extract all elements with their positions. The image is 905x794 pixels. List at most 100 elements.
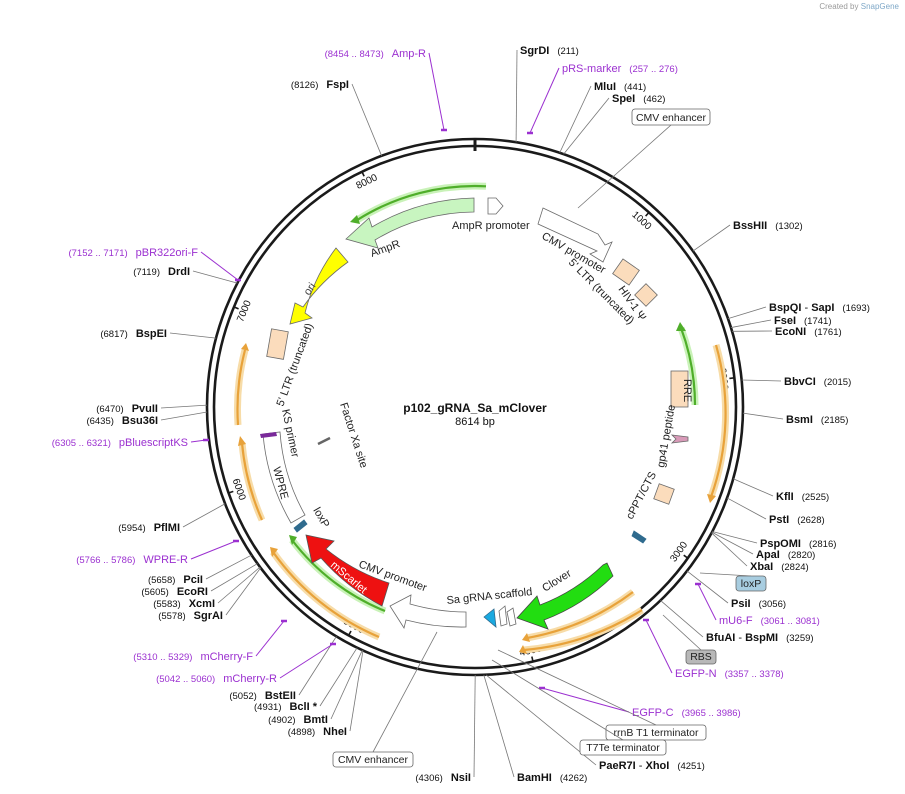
enzyme-separator: - [735, 632, 745, 644]
enzyme-site-bspqi[interactable]: BspQI - SapI(1693) [769, 302, 870, 314]
enzyme-site-pvuii[interactable]: (6470)PvuII [96, 403, 158, 415]
primer-leader-line [255, 620, 285, 657]
enzyme-site-bsmi[interactable]: BsmI(2185) [786, 414, 848, 426]
enzyme-site-sgrdi[interactable]: SgrDI(211) [520, 45, 579, 57]
enzyme-site-pflmi[interactable]: (5954)PflMI [118, 522, 180, 534]
enzyme-name: PsiI [731, 598, 751, 610]
ampr-promoter-arrow [487, 197, 504, 215]
enzyme-site-fspi[interactable]: (8126)FspI [291, 79, 349, 91]
feature-label-sa-gRNA: Sa gRNA scaffold [446, 586, 533, 607]
enzyme-site-bfuai[interactable]: BfuAI - BspMI(3259) [706, 632, 814, 644]
primer-name: pBluescriptKS [119, 437, 188, 449]
enzyme-name: SpeI [612, 93, 635, 105]
enzyme-site-kfli[interactable]: KflI(2525) [776, 491, 829, 503]
enzyme-site-xcmi[interactable]: (5583)XcmI [153, 598, 215, 610]
enzyme-name: BfuAI [706, 632, 735, 644]
enzyme-position: (5578) [158, 611, 185, 622]
enzyme-name: NsiI [451, 772, 471, 784]
feature-box-cmv-enhancer[interactable]: CMV enhancer [577, 108, 711, 209]
enzyme-site-psii[interactable]: PsiI(3056) [731, 598, 786, 610]
enzyme-site-nhei[interactable]: (4898)NheI [288, 726, 347, 738]
orf-arc-right-orange-core [709, 344, 727, 498]
primer-pbr322ori-f[interactable]: (7152 .. 7171)pBR322ori-F [68, 247, 241, 282]
primer-label: EGFP-C(3965 .. 3986) [632, 707, 741, 719]
enzyme-site-mlui[interactable]: MluI(441) [594, 81, 646, 93]
enzyme-site-paer7i[interactable]: PaeR7I - XhoI(4251) [599, 760, 705, 772]
primer-range: (5310 .. 5329) [133, 652, 192, 663]
cppt-box [653, 483, 675, 505]
orf-arc-clover-orange-1-core [526, 591, 634, 640]
orf-head-left-2 [241, 343, 249, 351]
enzyme-name: BmtI [304, 714, 328, 726]
enzyme-label: (5052)BstEII [229, 690, 296, 702]
feature-box-cmv-enhancer[interactable]: CMV enhancer [332, 631, 438, 768]
enzyme-name: PflMI [154, 522, 180, 534]
enzyme-position: (4898) [288, 727, 315, 738]
enzyme-site-bbvci[interactable]: BbvCI(2015) [784, 376, 851, 388]
feature-box-label: loxP [741, 578, 761, 590]
feature-box-t7te-terminator[interactable]: T7Te terminator [491, 659, 667, 756]
ruler-tick-6000 [228, 490, 234, 494]
feature-box-loxp[interactable]: loxP [699, 572, 767, 592]
enzyme-site-pspomi[interactable]: PspOMI(2816) [760, 538, 836, 550]
enzyme-label: (4898)NheI [288, 726, 347, 738]
primer-mcherry-r[interactable]: (5042 .. 5060)mCherry-R [156, 642, 336, 685]
feature-box-label: RBS [690, 651, 712, 663]
enzyme-leader-line [742, 412, 784, 420]
enzyme-site-apai[interactable]: ApaI(2820) [756, 549, 815, 561]
enzyme-label: EcoNI(1761) [775, 326, 842, 338]
enzyme-site-bsu36i[interactable]: (6435)Bsu36I [86, 415, 158, 427]
enzyme-position: (1693) [842, 303, 869, 314]
enzyme-leader-line [727, 306, 767, 320]
primer-wpre-r[interactable]: (5766 .. 5786)WPRE-R [76, 539, 239, 566]
enzyme-site-sgrai[interactable]: (5578)SgrAI [158, 610, 223, 622]
feature-label-ampr-promoter: AmpR promoter [452, 220, 530, 232]
feature-box-rrnb-t1-terminator[interactable]: rrnB T1 terminator [497, 649, 707, 741]
primer-prs-marker[interactable]: pRS-marker(257 .. 276) [527, 63, 678, 135]
enzyme-site-bcli[interactable]: (4931)BclI * [254, 701, 318, 713]
enzyme-position: (5658) [148, 575, 175, 586]
enzyme-site-bamhi[interactable]: BamHI(4262) [517, 772, 587, 784]
enzyme-position: (2824) [781, 562, 808, 573]
enzyme-site-pcii[interactable]: (5658)PciI [148, 574, 203, 586]
ruler-tick-7000 [233, 306, 239, 310]
enzyme-leader-line [712, 531, 758, 544]
enzyme-site-nsii[interactable]: (4306)NsiI [415, 772, 471, 784]
orf-arc-left-orange-1 [238, 442, 266, 522]
ruler-label-8000: 8000 [355, 172, 380, 192]
enzyme-site-spei[interactable]: SpeI(462) [612, 93, 665, 105]
enzyme-position: (211) [557, 46, 578, 57]
enzyme-leader-line [711, 532, 748, 567]
enzyme-leader-line [169, 332, 217, 339]
primer-mu6-f[interactable]: mU6-F(3061 .. 3081) [695, 582, 820, 627]
enzyme-label: (5954)PflMI [118, 522, 180, 534]
enzyme-site-bsteii[interactable]: (5052)BstEII [229, 690, 296, 702]
enzyme-site-bmti[interactable]: (4902)BmtI [268, 714, 328, 726]
enzyme-name: ApaI [756, 549, 780, 561]
enzyme-leader-line [483, 674, 515, 778]
primer-amp-r[interactable]: (8454 .. 8473)Amp-R [325, 48, 447, 132]
enzyme-site-xbai[interactable]: XbaI(2824) [750, 561, 809, 573]
ltr-left-box [266, 328, 289, 360]
enzyme-site-fsei[interactable]: FseI(1741) [774, 315, 831, 327]
enzyme-label: (6470)PvuII [96, 403, 158, 415]
orf-arc-clover-orange-2-core [523, 609, 643, 652]
enzyme-site-bspei[interactable]: (6817)BspEI [100, 328, 167, 340]
primer-egfp-n[interactable]: EGFP-N(3357 .. 3378) [643, 618, 784, 680]
orf-arc-rre-core [679, 327, 697, 406]
enzyme-site-bsshii[interactable]: BssHII(1302) [733, 220, 803, 232]
enzyme-site-ecori[interactable]: (5605)EcoRI [141, 586, 208, 598]
enzyme-site-econi[interactable]: EcoNI(1761) [775, 326, 842, 338]
enzyme-label: (5658)PciI [148, 574, 203, 586]
primer-mcherry-f[interactable]: (5310 .. 5329)mCherry-F [133, 619, 287, 663]
feature-box-rbs[interactable]: RBS [662, 614, 717, 665]
orf-head-ampr [350, 215, 360, 224]
enzyme-site-drdi[interactable]: (7119)DrdI [133, 266, 190, 278]
enzyme-name: BbvCI [784, 376, 816, 388]
primer-egfp-c[interactable]: EGFP-C(3965 .. 3986) [539, 686, 741, 719]
enzyme-site-psti[interactable]: PstI(2628) [769, 514, 825, 526]
primer-pbluescriptks[interactable]: (6305 .. 6321)pBluescriptKS [52, 437, 209, 449]
feature-box-frame [735, 575, 767, 592]
enzyme-position: (5052) [229, 691, 256, 702]
